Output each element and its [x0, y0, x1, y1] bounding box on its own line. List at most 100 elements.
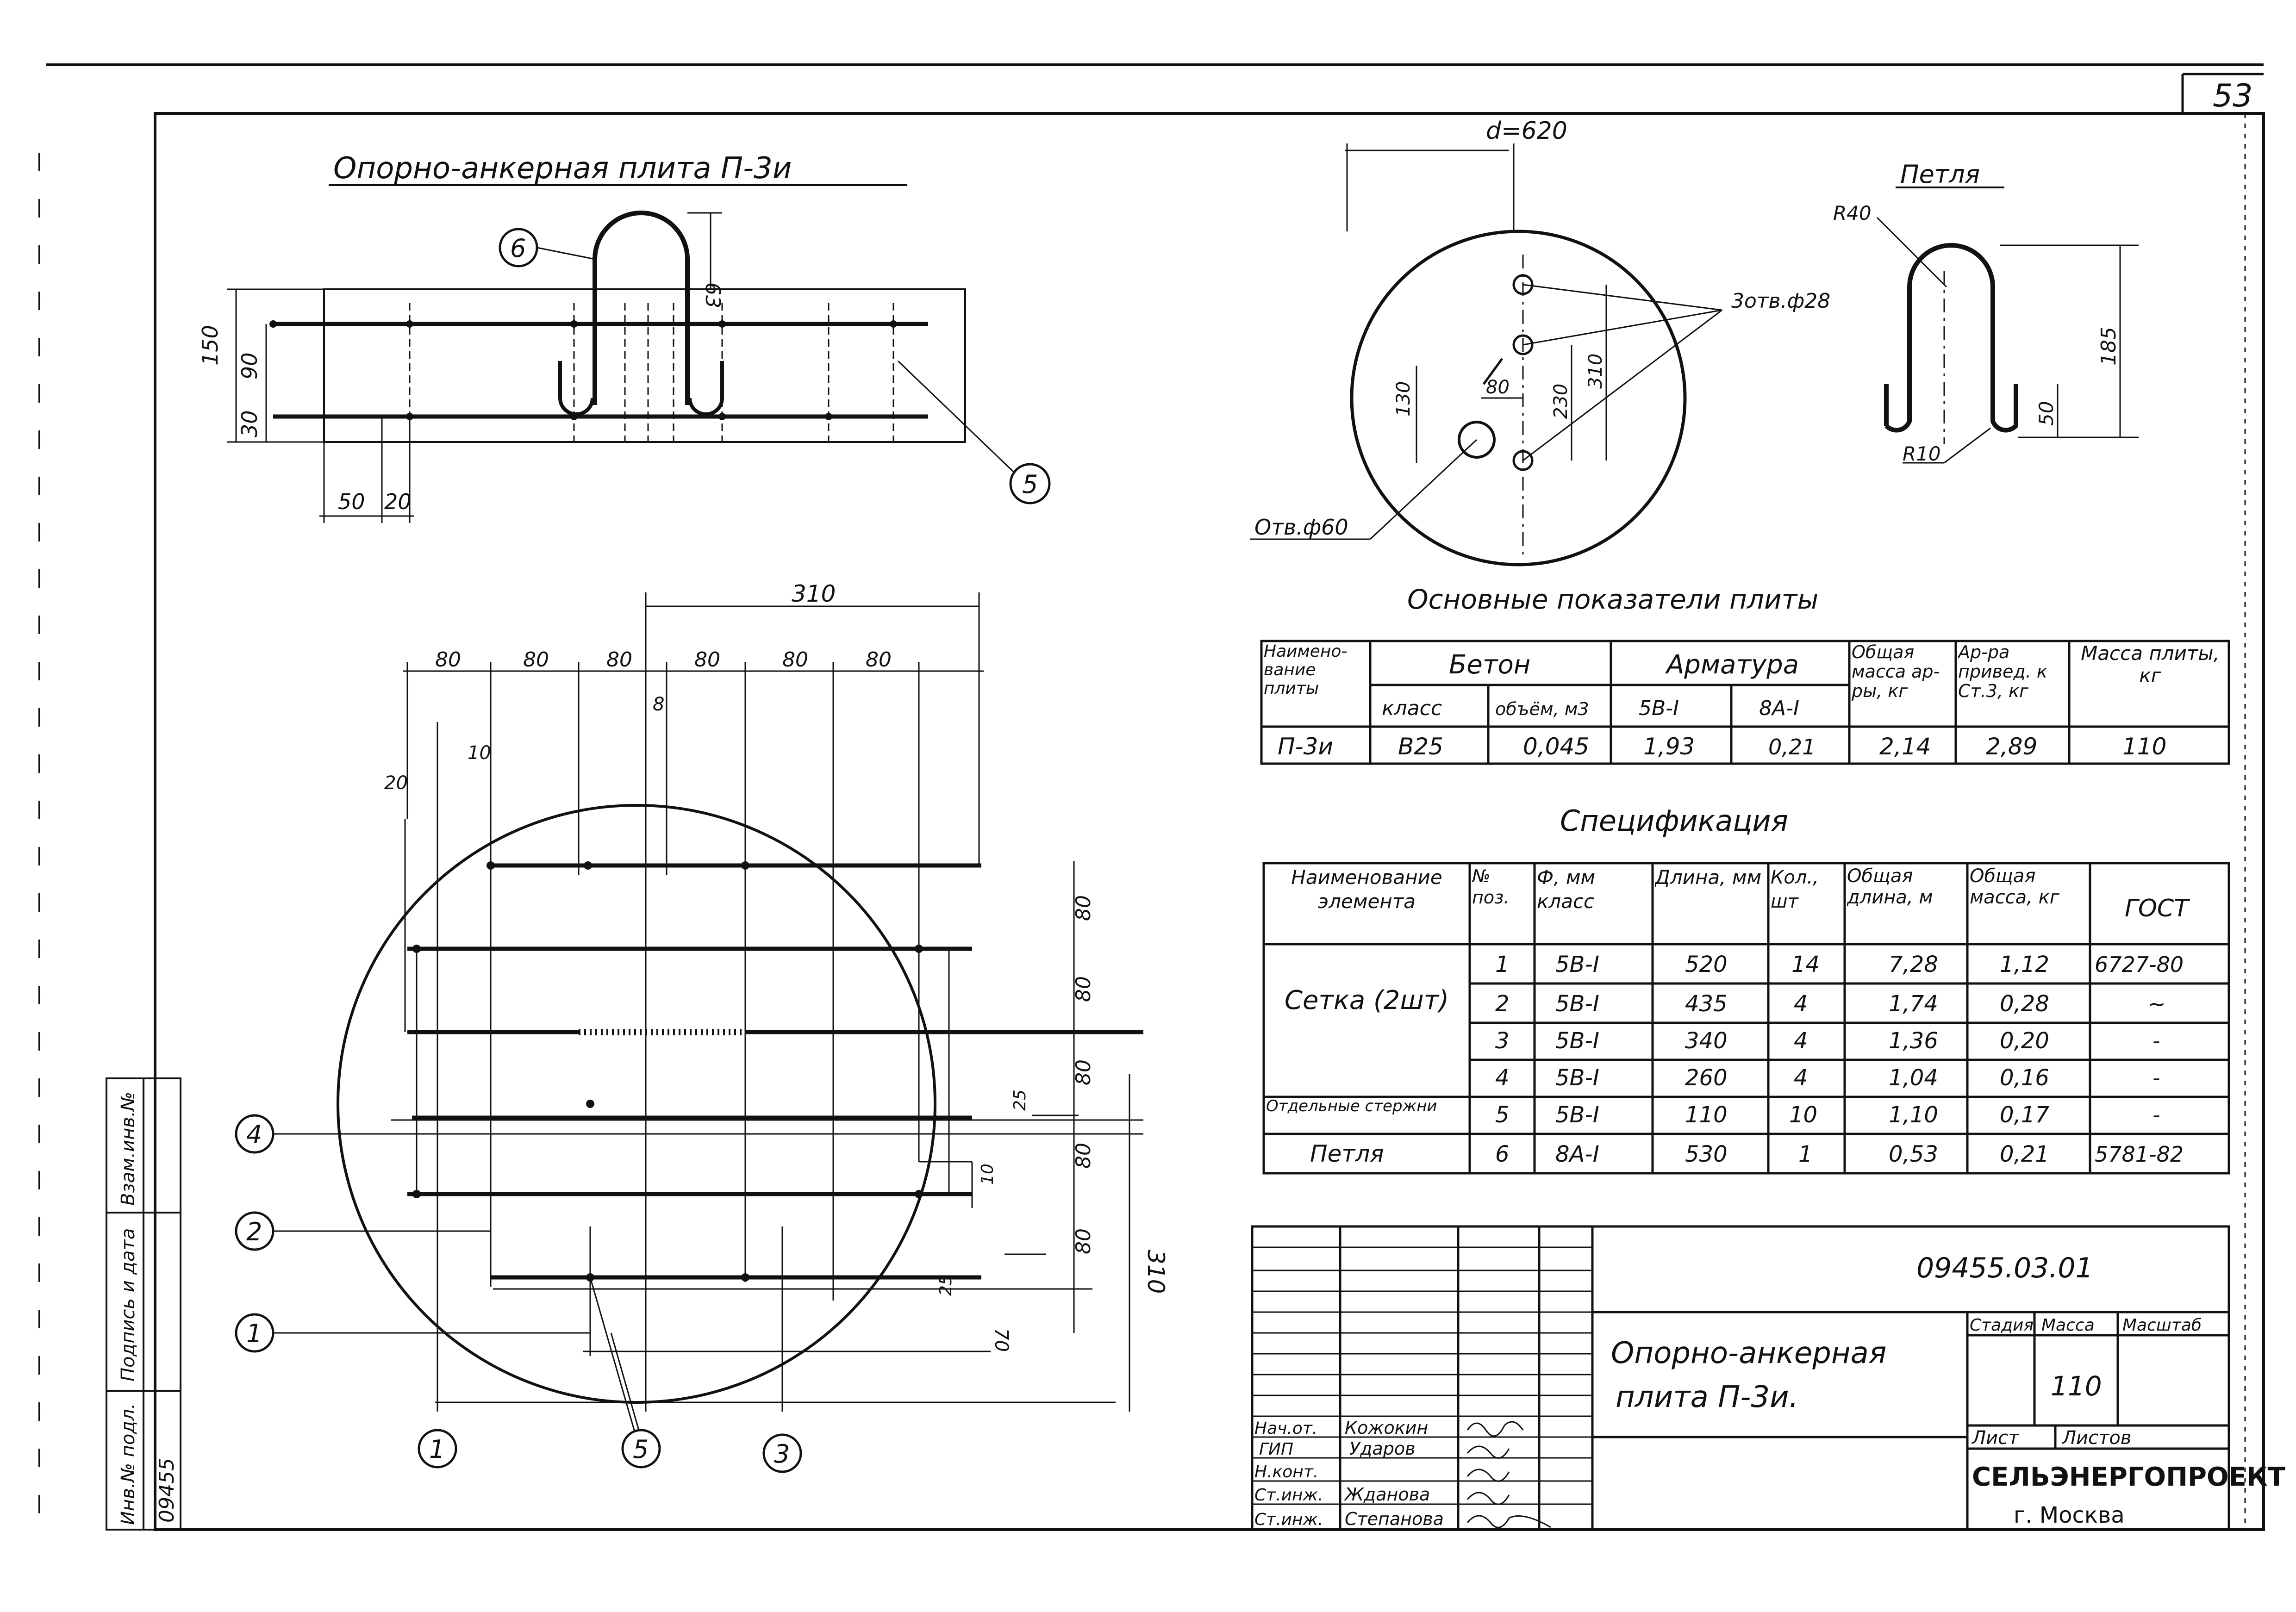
stamp-inv-value: 09455: [155, 1458, 179, 1523]
dim-spacing-4: 80: [694, 648, 720, 672]
t2-r1-qty: 14: [1791, 952, 1820, 977]
t1-cell-volume: 0,045: [1523, 733, 1589, 760]
t2-h-gost: ГОСТ: [2125, 895, 2190, 922]
stamp-inv-label: Инв.№ подл.: [118, 1403, 139, 1525]
t2-r6-length: 530: [1685, 1141, 1728, 1167]
callout-5-bottom-label: 5: [633, 1435, 649, 1464]
t2-r1-total-mass: 1,12: [2000, 952, 2049, 977]
stamp-replace-label: Взам.инв.№: [118, 1092, 139, 1206]
t2-row-2: 2 5В-I 435 4 1,74 0,28 ~: [1495, 991, 2166, 1017]
callout-2-label: 2: [246, 1217, 262, 1246]
t2-r2-total-mass: 0,28: [2000, 991, 2049, 1017]
t1-h-5b: 5В-I: [1639, 697, 1679, 720]
t2-h-diam: Ф, мм класс: [1537, 866, 1596, 913]
t1-cell-mass: 110: [2122, 733, 2166, 760]
dim-8: 8: [653, 694, 664, 715]
t2-h-total-length: Общая длина, м: [1847, 865, 1933, 908]
plan-view: 310 80 80 80 80 80 80 8 10 20: [235, 580, 1169, 1473]
t2-r2-length: 435: [1685, 991, 1728, 1017]
callout-1-bottom: [418, 1429, 457, 1469]
t2-r5-gost: -: [2152, 1102, 2160, 1127]
tb-role-5: Ст.инж.: [1254, 1510, 1323, 1529]
dim-spacing-6: 80: [866, 648, 892, 672]
t2-r6-qty: 1: [1798, 1141, 1813, 1167]
t2-h-qty: Кол., шт: [1771, 867, 1819, 912]
dim-right-total: 310: [1142, 1250, 1169, 1294]
tb-stage: Стадия: [1970, 1316, 2034, 1335]
loop-detail: Петля R40 185 50 R10: [1833, 160, 2139, 465]
t2-r5-pos: 5: [1495, 1102, 1510, 1128]
tb-signatures: [1466, 1421, 1551, 1528]
t2-r1-length: 520: [1685, 952, 1728, 977]
dim-80-circle: 80: [1486, 377, 1510, 398]
t2-r3-length: 340: [1685, 1028, 1728, 1054]
t2-r3-qty: 4: [1794, 1028, 1808, 1054]
t1-cell-reduced: 2,89: [1986, 733, 2037, 760]
t1-h-rebar: Арматура: [1665, 650, 1799, 680]
t2-r3-gost: -: [2152, 1028, 2160, 1053]
callout-5-section: [1009, 463, 1051, 504]
t2-r2-diam: 5В-I: [1555, 991, 1599, 1017]
dim-310-top: 310: [792, 580, 836, 607]
t2-h-pos: № поз.: [1472, 866, 1510, 908]
indicators-table: Основные показатели плиты Наимено-вание …: [1260, 584, 2230, 765]
dim-right-1: 80: [1072, 895, 1095, 921]
side-stamp: Инв.№ подл. Подпись и дата Взам.инв.№ 09…: [106, 1077, 181, 1531]
tb-org: СЕЛЬЭНЕРГОПРОЕКТ: [1972, 1462, 2285, 1492]
dim-50-loop: 50: [2035, 401, 2058, 426]
t2-r4-total-mass: 0,16: [2000, 1065, 2049, 1091]
callout-4-label: 4: [246, 1120, 262, 1149]
tb-person-4: Жданова: [1344, 1484, 1430, 1505]
callout-1-bottom-label: 1: [429, 1435, 445, 1464]
t2-r1-diam: 5В-I: [1555, 952, 1599, 977]
t2-r2-total-length: 1,74: [1889, 991, 1938, 1017]
t2-h-name: Наименование элемента: [1291, 866, 1442, 913]
t2-r6-total-mass: 0,21: [2000, 1141, 2049, 1167]
tb-city: г. Москва: [2014, 1502, 2125, 1528]
t2-r3-diam: 5В-I: [1555, 1028, 1599, 1054]
t2-r5-total-length: 1,10: [1889, 1102, 1938, 1128]
callout-3: [762, 1433, 802, 1473]
t2-h-total-mass: Общая масса, кг: [1970, 865, 2059, 908]
t1-cell-total: 2,14: [1879, 733, 1931, 760]
t2-group-loop: Петля: [1310, 1140, 1384, 1167]
dim-right-small-1: 25: [1011, 1089, 1029, 1111]
specification-table: Спецификация Наименование элемента № поз…: [1262, 804, 2230, 1175]
tb-sheet: Лист: [1971, 1427, 2020, 1449]
t2-r1-total-length: 7,28: [1889, 952, 1938, 977]
table2-title: Спецификация: [1560, 804, 1788, 838]
dim-right-4: 80: [1072, 1143, 1095, 1169]
sheet-frame: [38, 63, 2265, 1531]
circle-diameter: d=620: [1486, 117, 1567, 145]
t2-row-3: 3 5В-I 340 4 1,36 0,20 -: [1495, 1028, 2160, 1054]
callout-5-bottom: [621, 1429, 661, 1469]
t1-cell-name: П-3и: [1278, 733, 1333, 760]
dim-63: 63: [701, 282, 724, 308]
tb-role-4: Ст.инж.: [1254, 1486, 1323, 1505]
t2-r4-diam: 5В-I: [1555, 1065, 1599, 1091]
t2-group-otd: Отдельные стержни: [1266, 1098, 1437, 1115]
callout-1-left-label: 1: [246, 1319, 262, 1348]
dim-30: 30: [237, 410, 262, 437]
callout-6-label: 6: [510, 234, 526, 263]
title-block: 09455.03.01 Опорно-анкерная плита П-3и. …: [1251, 1225, 2285, 1531]
loop-title: Петля: [1900, 160, 1980, 189]
t1-h-mass: Масса плиты, кг: [2081, 642, 2220, 687]
t1-cell-5b: 1,93: [1643, 733, 1695, 760]
dim-90: 90: [237, 352, 262, 380]
circle-view: d=620 3отв.ф28 130 80 230 310 Отв.ф60: [1250, 117, 1830, 566]
label-hole-60: Отв.ф60: [1254, 515, 1348, 540]
t2-r5-total-mass: 0,17: [2000, 1102, 2049, 1128]
t2-r2-gost: ~: [2148, 991, 2166, 1016]
t2-r2-pos: 2: [1495, 991, 1510, 1017]
t2-r5-length: 110: [1685, 1102, 1728, 1128]
t1-h-name: Наимено-вание плиты: [1264, 642, 1348, 698]
t2-row-5: 5 5В-I 110 10 1,10 0,17 -: [1495, 1102, 2160, 1128]
section-view: Опорно-анкерная плита П-3и 150 90: [198, 151, 1051, 523]
t2-r4-qty: 4: [1794, 1065, 1808, 1091]
dim-50: 50: [338, 489, 365, 514]
dim-right-2: 80: [1072, 976, 1095, 1002]
t2-h-length: Длина, мм: [1655, 866, 1762, 889]
tb-scale: Масштаб: [2122, 1316, 2202, 1335]
t2-r1-gost: 6727-80: [2095, 952, 2184, 977]
